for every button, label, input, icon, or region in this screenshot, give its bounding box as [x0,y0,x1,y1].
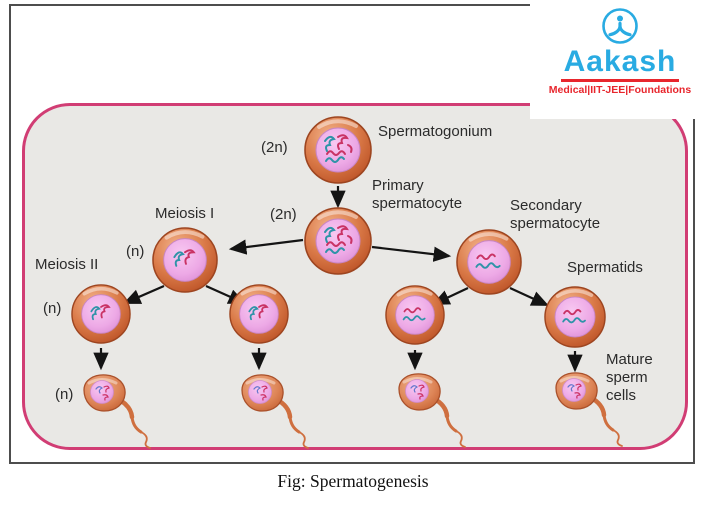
aakash-icon [602,8,638,44]
arrow-secondaryR-to-spermatid4 [509,287,549,306]
figure-caption: Fig: Spermatogenesis [277,471,429,491]
label-ploidy-spermatids: (n) [43,300,62,317]
cell-secondary-spermatocyte-left [151,226,219,294]
cell-spermatid-2 [228,283,290,345]
brand-logo: Aakash Medical|IIT-JEE|Foundations [530,0,710,119]
label-spermatogonium: Spermatogonium [378,123,493,140]
mature-sperm-1 [84,375,150,448]
arrow-primary-to-secondary-right [371,245,452,262]
label-secondary-spermatocyte: Secondary spermatocyte [510,197,601,232]
mature-sperm-3 [399,374,465,447]
cell-spermatid-1 [70,283,132,345]
arrow-secondaryL-to-spermatid1 [122,284,165,305]
cell-primary-spermatocyte [303,206,373,276]
cell-spermatid-4 [543,285,607,349]
cell-spermatogonium [303,115,373,185]
label-ploidy-secondary: (n) [126,243,145,260]
cell-secondary-spermatocyte-right [455,228,523,296]
label-meiosis-2: Meiosis II [35,256,99,273]
mature-sperm-2 [242,375,308,448]
brand-name: Aakash [560,47,680,82]
brand-tagline: Medical|IIT-JEE|Foundations [548,84,692,96]
label-primary-spermatocyte: Primary spermatocyte [372,177,463,212]
label-ploidy-primary: (2n) [270,206,297,223]
cell-spermatid-3 [384,284,446,346]
label-spermatids: Spermatids [567,259,643,276]
label-mature-sperm-cells: Mature sperm cells [606,351,653,404]
label-ploidy-sperm: (n) [55,386,74,403]
label-meiosis-1: Meiosis I [155,205,215,222]
label-ploidy-spermatogonium: (2n) [261,139,288,156]
arrow-primary-to-secondary-left [228,238,304,255]
